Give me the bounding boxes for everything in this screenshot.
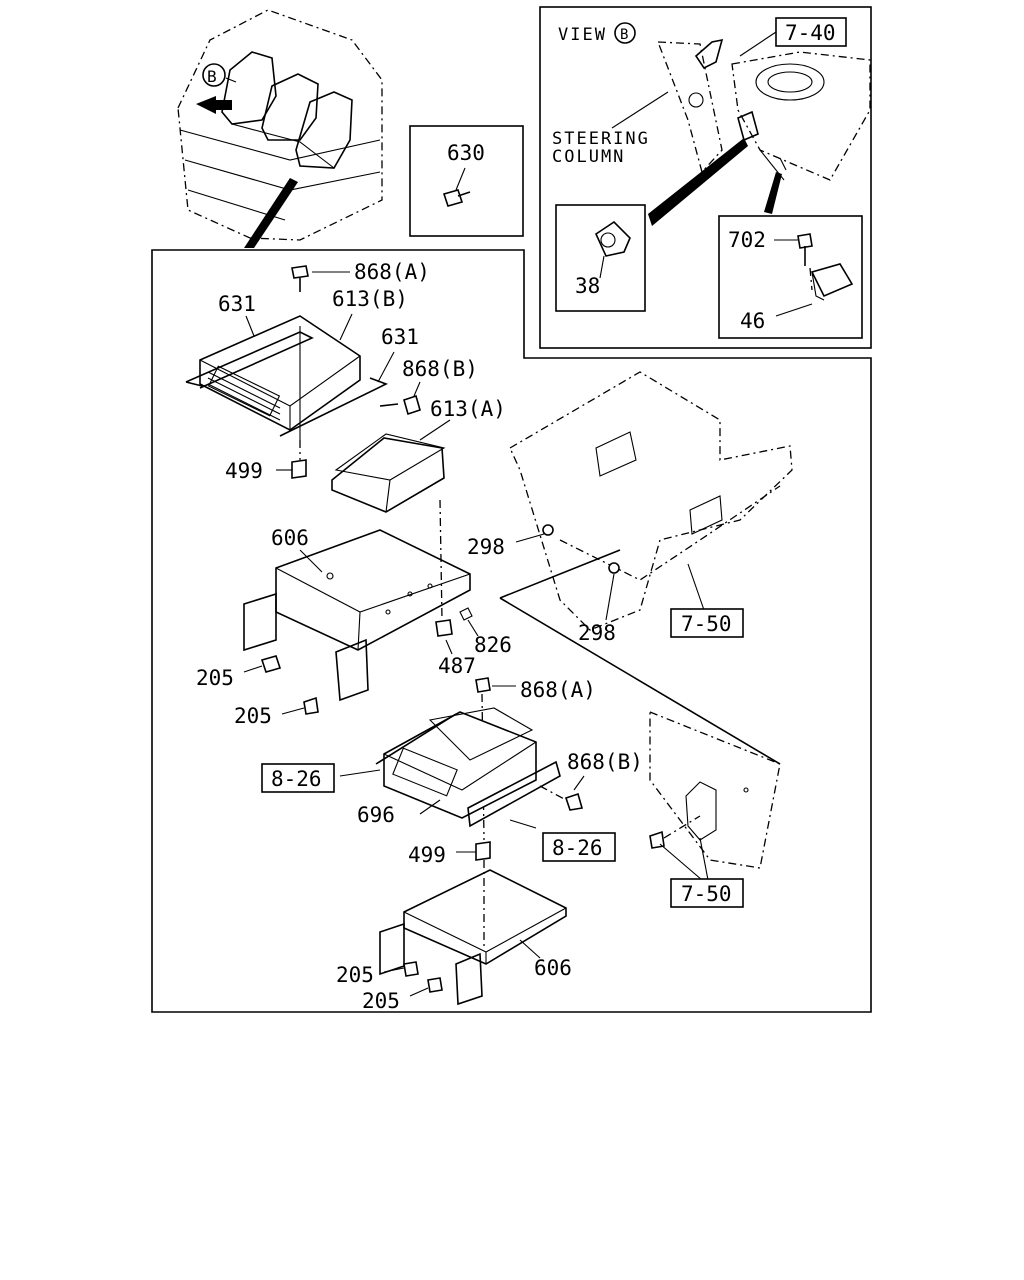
upper-ecu-assembly [185,265,479,715]
direction-arrow-icon [196,96,232,114]
label-205-d: 205 [362,989,400,1013]
view-b-panel: VIEW B 7-40 STEERING COLUMN 38 702 [539,6,872,349]
steering-column-label-1: STEERING [552,129,650,149]
ref-8-26-right-box[interactable] [542,832,616,862]
label-631-left: 631 [218,292,256,316]
label-499-low: 499 [408,843,446,867]
label-606-low: 606 [534,956,572,980]
detail-630-box: 630 [409,125,524,237]
part-38-icon [594,220,631,257]
detail-702-46-box [718,215,863,339]
label-826: 826 [474,633,512,657]
ref-7-40-label[interactable]: 7-40 [785,21,836,45]
screw-630-icon [442,189,464,207]
view-b-marker-icon [202,63,226,87]
part-38-label: 38 [575,274,600,298]
label-613a: 613(A) [430,397,506,421]
label-613b: 613(B) [332,287,408,311]
ref-8-26-left-box[interactable] [261,763,335,793]
label-868b-top: 868(B) [402,357,478,381]
label-499-top: 499 [225,459,263,483]
label-631-right: 631 [381,325,419,349]
view-title: VIEW [558,25,607,45]
ref-7-50-top-label[interactable]: 7-50 [681,612,732,636]
label-298-left: 298 [467,535,505,559]
detail-38-box [555,204,646,312]
view-letter: B [620,27,628,43]
steering-column-label-2: COLUMN [552,147,625,167]
label-205-c: 205 [336,963,374,987]
label-205-b: 205 [234,704,272,728]
part-46-label: 46 [740,309,765,333]
ref-7-40-box[interactable] [775,17,847,47]
cab-illustration: B [177,9,383,248]
lower-ecu-assembly [339,677,781,1006]
ref-7-50-low-box[interactable] [670,878,744,908]
label-487: 487 [438,654,476,678]
ref-8-26-left-label[interactable]: 8-26 [271,767,322,791]
label-606-top: 606 [271,526,309,550]
ref-7-50-low-label[interactable]: 7-50 [681,882,732,906]
label-205-a: 205 [196,666,234,690]
chassis-frame [499,371,793,765]
label-868b-low: 868(B) [567,750,643,774]
cab-view-letter: B [207,67,217,86]
label-298-right: 298 [578,621,616,645]
view-letter-circle-icon [614,22,636,44]
relay-46-icon [810,263,854,298]
ref-8-26-right-label[interactable]: 8-26 [552,836,603,860]
part-630-label: 630 [447,141,485,165]
ref-7-50-top-box[interactable] [670,608,744,638]
label-868a-top: 868(A) [354,260,430,284]
label-868a-low: 868(A) [520,678,596,702]
part-702-label: 702 [728,228,766,252]
label-696: 696 [357,803,395,827]
main-frame [151,249,872,1013]
